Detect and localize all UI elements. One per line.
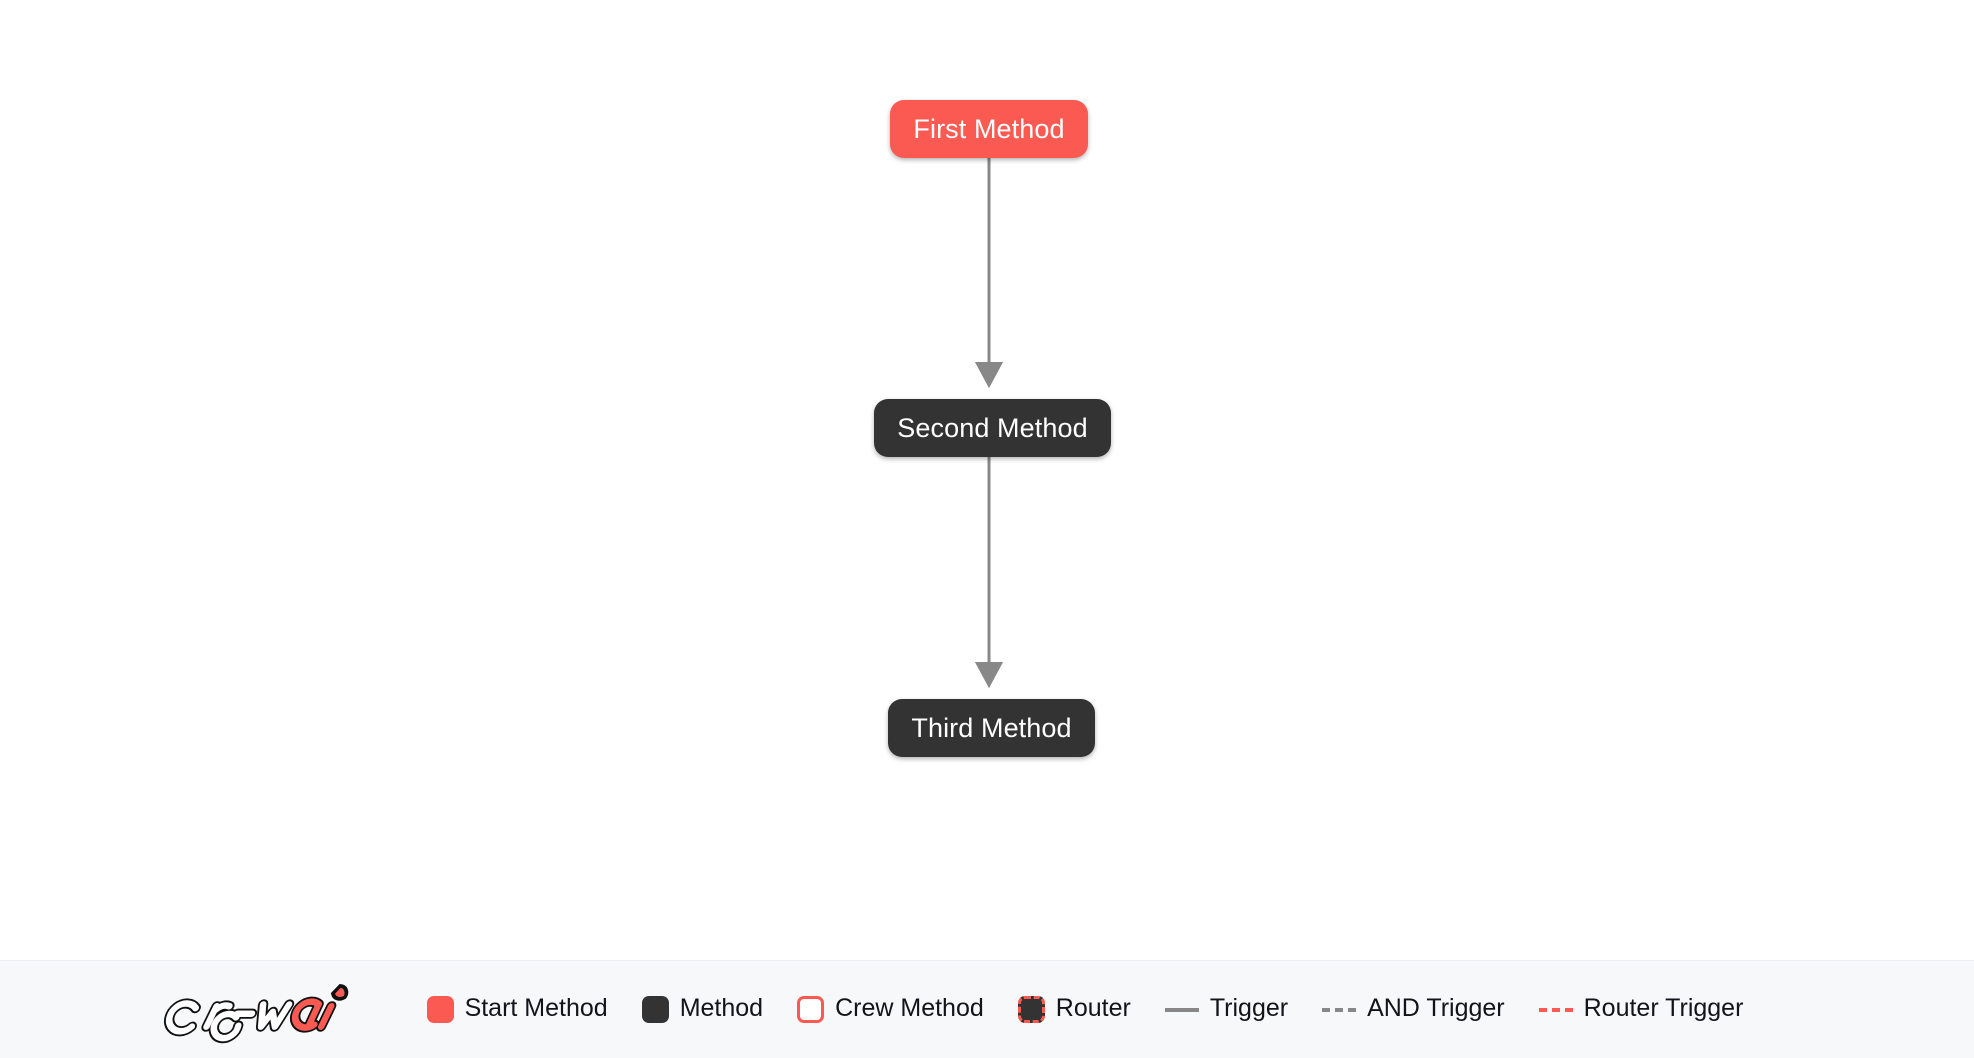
legend-item-trigger: Trigger (1164, 994, 1289, 1023)
node-label: Third Method (911, 712, 1072, 743)
flow-canvas[interactable]: First Method Second Method Third Method (0, 0, 1974, 960)
legend-label: Method (679, 994, 764, 1022)
legend-label: Router (1055, 994, 1131, 1022)
flow-node-second-method[interactable]: Second Method (874, 399, 1111, 457)
edge-first-to-second (975, 158, 1003, 388)
and-trigger-line-icon (1322, 1007, 1357, 1012)
legend-item-router-trigger: Router Trigger (1538, 994, 1744, 1023)
method-swatch-icon (641, 996, 669, 1023)
legend-item-start-method: Start Method (426, 994, 608, 1023)
crewai-logo-icon (163, 983, 348, 1043)
legend-label: Router Trigger (1583, 994, 1744, 1022)
legend-items-container: Start Method Method Crew Method Router T… (159, 973, 1744, 1047)
node-label: First Method (913, 113, 1065, 144)
legend-item-method: Method (641, 994, 764, 1023)
trigger-line-icon (1164, 1007, 1199, 1012)
start-method-swatch-icon (426, 996, 454, 1023)
router-swatch-icon (1017, 996, 1045, 1023)
legend-label: Crew Method (835, 994, 984, 1022)
legend-label: Trigger (1209, 994, 1289, 1022)
legend-bar: Start Method Method Crew Method Router T… (0, 960, 1974, 1058)
router-trigger-line-icon (1538, 1007, 1573, 1012)
node-label: Second Method (897, 412, 1088, 443)
legend-label: AND Trigger (1367, 994, 1505, 1022)
legend-label: Start Method (464, 994, 608, 1022)
edge-second-to-third (975, 457, 1003, 688)
flow-node-third-method[interactable]: Third Method (888, 699, 1095, 757)
flow-node-first-method[interactable]: First Method (890, 100, 1088, 158)
legend-item-crew-method: Crew Method (797, 996, 984, 1023)
legend-item-and-trigger: AND Trigger (1322, 996, 1505, 1023)
crew-method-swatch-icon (797, 996, 825, 1023)
legend-item-router: Router (1017, 994, 1131, 1023)
